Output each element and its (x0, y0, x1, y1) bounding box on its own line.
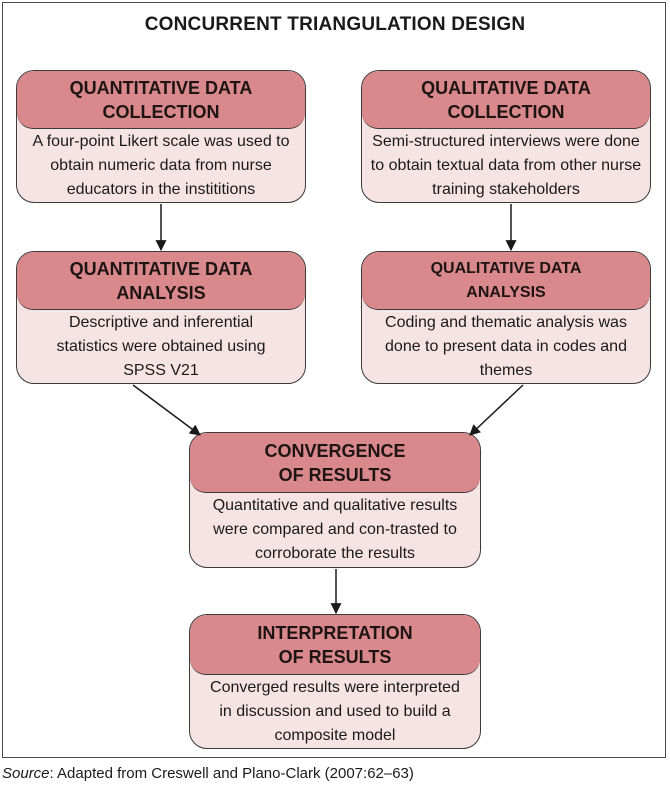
box-interpretation-heading: INTERPRETATION OF RESULTS (190, 615, 480, 675)
box-quantitative-collection-body: A four-point Likert scale was used to ob… (32, 132, 290, 198)
source-text: : Adapted from Creswell and Plano-Clark … (49, 765, 414, 782)
box-convergence-heading: CONVERGENCE OF RESULTS (190, 433, 480, 493)
box-quantitative-collection: QUANTITATIVE DATA COLLECTION A four-poin… (16, 70, 306, 203)
arrow-qual-analysis-to-convergence (469, 384, 524, 436)
box-qualitative-analysis-body: Coding and thematic analysis was done to… (385, 313, 627, 379)
box-qualitative-analysis-heading: QUALITATIVE DATA ANALYSIS (362, 252, 650, 310)
box-qualitative-collection-body: Semi-structured interviews were done to … (370, 132, 642, 198)
box-convergence: CONVERGENCE OF RESULTS Quantitative and … (189, 432, 481, 568)
box-interpretation: INTERPRETATION OF RESULTS Converged resu… (189, 614, 481, 749)
arrow-quant-analysis-to-convergence (132, 384, 201, 436)
box-quantitative-analysis-body: Descriptive and inferential statistics w… (56, 313, 266, 379)
source-caption: Source: Adapted from Creswell and Plano-… (2, 765, 414, 782)
box-qualitative-collection-heading: QUALITATIVE DATA COLLECTION (362, 71, 650, 129)
box-interpretation-body: Converged results were interpreted in di… (210, 678, 460, 744)
box-qualitative-analysis: QUALITATIVE DATA ANALYSIS Coding and the… (361, 251, 651, 384)
box-convergence-body: Quantitative and qualitative results wer… (212, 497, 458, 562)
box-quantitative-analysis: QUANTITATIVE DATA ANALYSIS Descriptive a… (16, 251, 306, 384)
source-label: Source (2, 765, 50, 782)
diagram-title: CONCURRENT TRIANGULATION DESIGN (144, 14, 526, 35)
box-quantitative-analysis-heading: QUANTITATIVE DATA ANALYSIS (17, 252, 305, 310)
box-qualitative-collection: QUALITATIVE DATA COLLECTION Semi-structu… (361, 70, 651, 203)
box-quantitative-collection-heading: QUANTITATIVE DATA COLLECTION (17, 71, 305, 129)
